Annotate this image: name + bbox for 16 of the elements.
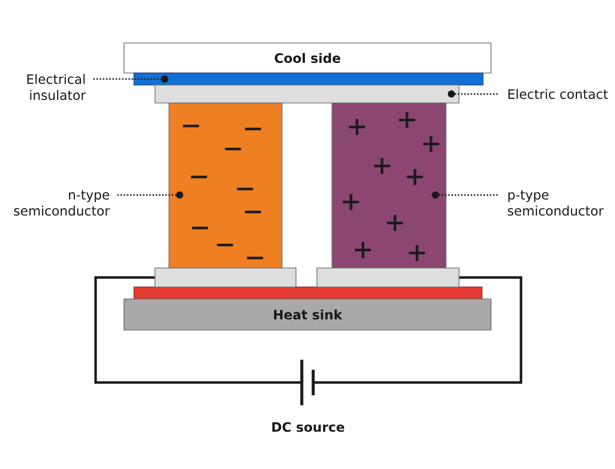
semiconductor-block bbox=[332, 102, 446, 268]
source-label: DC source bbox=[272, 422, 344, 432]
semiconductor-block bbox=[168, 102, 282, 268]
heat-sink-block: Heat sink bbox=[124, 298, 492, 330]
wire bbox=[313, 276, 522, 384]
contact-plate bbox=[154, 84, 460, 104]
top-plate: Cool side bbox=[124, 42, 492, 74]
callout-label: Electrical insulator bbox=[27, 74, 86, 100]
contact-plate bbox=[154, 268, 296, 288]
callout-label: n-type semiconductor bbox=[14, 190, 110, 216]
wire bbox=[94, 276, 302, 384]
contact-plate bbox=[316, 268, 460, 288]
callout-label: Electric contact bbox=[508, 88, 608, 100]
callout-label: p-type semiconductor bbox=[508, 190, 604, 216]
insulator-layer bbox=[134, 72, 484, 86]
battery-symbol bbox=[300, 358, 315, 407]
